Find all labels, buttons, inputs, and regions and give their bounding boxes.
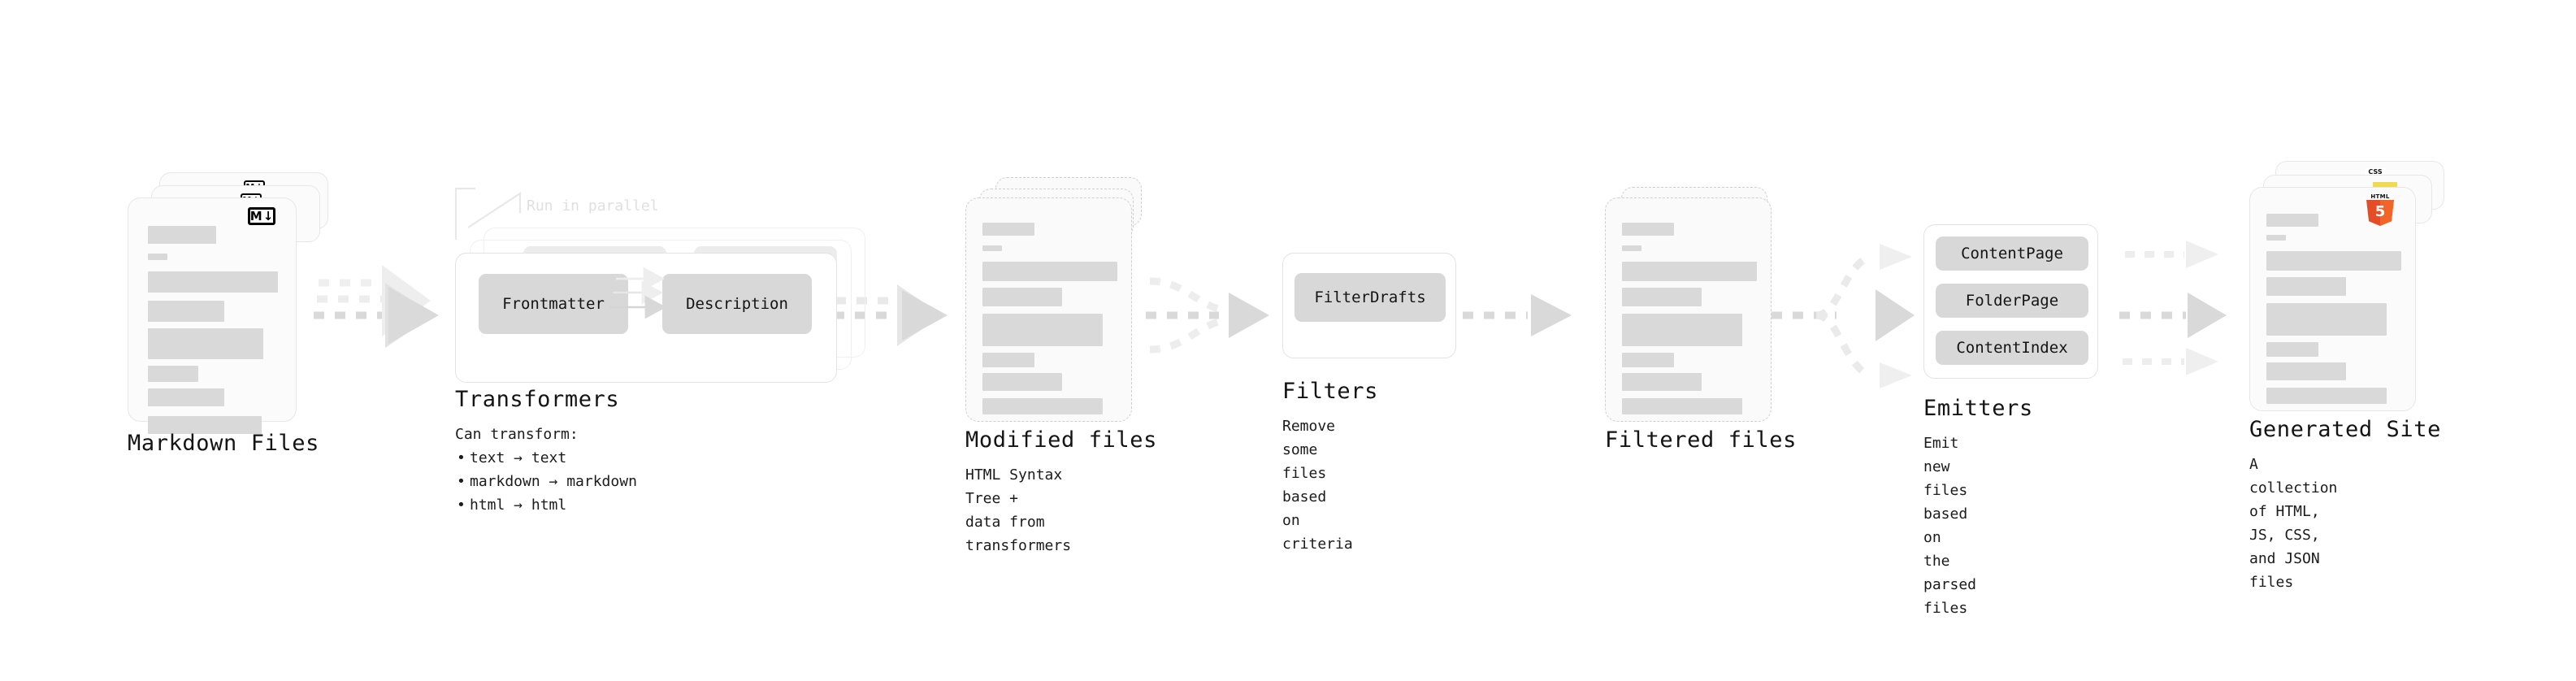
- transformer-chip-description[interactable]: Description: [662, 274, 812, 334]
- stage-desc-modified-files: HTML Syntax Tree + data from transformer…: [965, 466, 1072, 554]
- stage-title-markdown-files: Markdown Files: [128, 431, 319, 456]
- skeleton-bar: [1622, 223, 1674, 236]
- skeleton-bar: [2266, 388, 2387, 404]
- skeleton-bar: [1622, 353, 1674, 367]
- skeleton-bar: [982, 223, 1034, 236]
- markdown-badge-letter: M: [249, 208, 262, 223]
- bullet-item: html → html: [457, 493, 637, 517]
- site-file-card-html: [2249, 187, 2416, 411]
- modified-file-card-front: [965, 197, 1132, 422]
- skeleton-bar: [148, 416, 262, 434]
- skeleton-bar: [1622, 288, 1702, 306]
- skeleton-bar: [1622, 314, 1742, 346]
- skeleton-bar: [148, 328, 263, 359]
- stage-title-generated-site: Generated Site: [2249, 417, 2441, 442]
- skeleton-bar: [148, 301, 224, 322]
- transformer-chip-frontmatter[interactable]: Frontmatter: [479, 274, 628, 334]
- filters-card[interactable]: FilterDrafts: [1282, 253, 1456, 358]
- skeleton-bar: [1622, 398, 1742, 414]
- skeleton-bar: [1622, 262, 1757, 281]
- skeleton-bar: [2266, 251, 2401, 271]
- skeleton-bar: [982, 373, 1062, 391]
- skeleton-bar: [982, 353, 1034, 367]
- filter-chip-filterdrafts[interactable]: FilterDrafts: [1295, 273, 1446, 322]
- skeleton-bar: [148, 388, 224, 406]
- transformers-bullet-list: Can transform: text → text markdown → ma…: [455, 423, 637, 517]
- skeleton-bar: [1622, 245, 1641, 251]
- skeleton-bar: [982, 314, 1103, 346]
- markdown-badge-arrow: ↓: [262, 208, 274, 223]
- skeleton-bar: [148, 271, 278, 293]
- skeleton-bar: [2266, 303, 2387, 336]
- filtered-file-card-front: [1605, 197, 1772, 422]
- emitter-chip-folderpage[interactable]: FolderPage: [1936, 284, 2088, 318]
- stage-title-modified-files: Modified files: [965, 427, 1157, 453]
- emitters-card[interactable]: ContentPage FolderPage ContentIndex: [1923, 224, 2098, 379]
- markdown-file-card-front: [128, 197, 297, 434]
- stage-desc-generated-site: A collection of HTML, JS, CSS, and JSON …: [2249, 456, 2338, 591]
- skeleton-bar: [2266, 277, 2346, 296]
- skeleton-bar: [148, 254, 167, 260]
- skeleton-bar: [148, 226, 216, 244]
- html5-badge-number: 5: [2374, 203, 2386, 220]
- emitter-chip-contentindex[interactable]: ContentIndex: [1936, 331, 2088, 365]
- arrow-emitters-to-site: [2119, 241, 2227, 375]
- html5-badge-word: HTML: [2370, 193, 2390, 200]
- stage-desc-emitters: Emit new files based on the parsed files: [1923, 435, 1977, 617]
- arrow-filters-to-filtered: [1463, 294, 1572, 336]
- skeleton-bar: [2266, 362, 2346, 380]
- arrow-filtered-to-emitters: [1772, 244, 1915, 388]
- skeleton-bar: [2266, 342, 2318, 357]
- stage-title-emitters: Emitters: [1923, 396, 2033, 421]
- transformer-card-front[interactable]: Frontmatter Description: [455, 253, 837, 383]
- skeleton-bar: [982, 398, 1103, 414]
- emitter-chip-contentpage[interactable]: ContentPage: [1936, 236, 2088, 271]
- stage-title-filtered-files: Filtered files: [1605, 427, 1797, 453]
- markdown-badge-front: M↓: [248, 207, 275, 225]
- stage-desc-filters: Remove some files based on criteria: [1282, 418, 1353, 553]
- skeleton-bar: [2266, 214, 2318, 227]
- skeleton-bar: [982, 262, 1117, 281]
- stage-title-transformers: Transformers: [455, 387, 620, 412]
- skeleton-bar: [1622, 373, 1702, 391]
- bullet-item: markdown → markdown: [457, 470, 637, 493]
- html5-shield: 5: [2366, 200, 2394, 226]
- skeleton-bar: [148, 366, 198, 382]
- bullets-heading: Can transform:: [455, 426, 579, 443]
- skeleton-bar: [982, 245, 1002, 251]
- skeleton-bar: [982, 288, 1062, 306]
- bullet-item: text → text: [457, 446, 637, 470]
- html5-badge: HTML 5: [2366, 193, 2394, 226]
- run-in-parallel-label: Run in parallel: [527, 197, 659, 215]
- arrow-markdown-to-transformers: [314, 265, 439, 348]
- stage-title-filters: Filters: [1282, 379, 1378, 404]
- arrow-modified-to-filters: [1146, 277, 1269, 354]
- skeleton-bar: [2266, 235, 2286, 241]
- bullets-items: text → text markdown → markdown html → h…: [455, 446, 637, 517]
